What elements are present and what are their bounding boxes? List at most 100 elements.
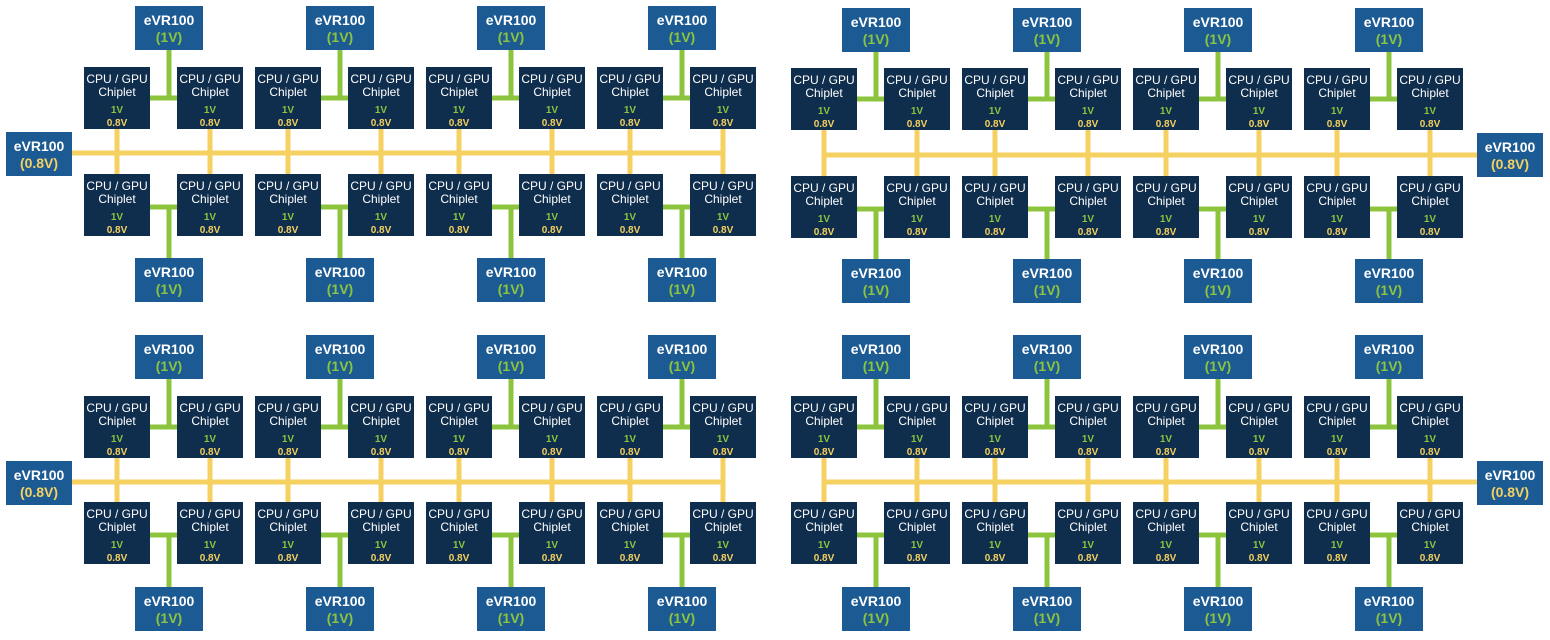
core-regulator-box bbox=[306, 335, 374, 379]
chiplet-title-line2: Chiplet bbox=[1318, 414, 1356, 428]
chiplet-core-voltage: 1V bbox=[204, 434, 217, 445]
core-regulator-name: eVR100 bbox=[1022, 341, 1073, 357]
chiplet-box bbox=[1055, 68, 1121, 130]
chiplet-title-line2: Chiplet bbox=[611, 192, 649, 206]
chiplet-io-voltage: 0.8V bbox=[985, 447, 1006, 458]
chiplet-box bbox=[791, 176, 857, 238]
core-regulator: eVR100(1V) bbox=[1184, 8, 1252, 52]
core-regulator-box bbox=[648, 6, 716, 50]
chiplet-title-line1: CPU / GPU bbox=[692, 507, 753, 521]
chiplet-io-voltage: 0.8V bbox=[713, 225, 734, 236]
core-regulator: eVR100(1V) bbox=[1355, 8, 1423, 52]
chiplet-title-line2: Chiplet bbox=[704, 414, 742, 428]
core-regulator-box bbox=[477, 6, 545, 50]
chiplet-title-line1: CPU / GPU bbox=[179, 72, 240, 86]
core-regulator-name: eVR100 bbox=[144, 341, 195, 357]
core-regulator: eVR100(1V) bbox=[1355, 335, 1423, 379]
core-regulator-voltage: (1V) bbox=[669, 29, 695, 45]
chiplet-title-line1: CPU / GPU bbox=[1135, 181, 1196, 195]
chiplet-title-line2: Chiplet bbox=[191, 520, 229, 534]
core-regulator-box bbox=[1184, 335, 1252, 379]
chiplet-box bbox=[255, 67, 321, 129]
chiplet-io-voltage: 0.8V bbox=[542, 553, 563, 564]
core-regulator-box bbox=[842, 259, 910, 303]
chiplet-io-voltage: 0.8V bbox=[1420, 553, 1441, 564]
chiplet-title-line2: Chiplet bbox=[440, 192, 478, 206]
chiplet-io-voltage: 0.8V bbox=[1078, 119, 1099, 130]
core-regulator-voltage: (1V) bbox=[156, 29, 182, 45]
chiplet-io-voltage: 0.8V bbox=[107, 447, 128, 458]
chiplet-title-line2: Chiplet bbox=[1318, 194, 1356, 208]
core-regulator: eVR100(1V) bbox=[477, 6, 545, 50]
chiplet-title-line1: CPU / GPU bbox=[1057, 507, 1118, 521]
chiplet-core-voltage: 1V bbox=[818, 106, 831, 117]
io-regulator-name: eVR100 bbox=[14, 138, 65, 154]
chiplet-title-line2: Chiplet bbox=[191, 192, 229, 206]
chiplet-box bbox=[690, 67, 756, 129]
core-regulator: eVR100(1V) bbox=[648, 6, 716, 50]
chiplet-core-voltage: 1V bbox=[989, 106, 1002, 117]
chiplet-title-line2: Chiplet bbox=[1147, 86, 1185, 100]
chiplet-title-line1: CPU / GPU bbox=[350, 507, 411, 521]
chiplet-box bbox=[791, 502, 857, 564]
chiplet-title-line2: Chiplet bbox=[805, 86, 843, 100]
core-regulator-box bbox=[306, 258, 374, 302]
chiplet-box bbox=[884, 502, 950, 564]
chiplet-title-line2: Chiplet bbox=[704, 85, 742, 99]
chiplet-core-voltage: 1V bbox=[546, 434, 559, 445]
core-regulator-name: eVR100 bbox=[851, 593, 902, 609]
chiplet-title-line2: Chiplet bbox=[898, 520, 936, 534]
chiplet-title-line1: CPU / GPU bbox=[1228, 401, 1289, 415]
core-regulator-voltage: (1V) bbox=[863, 358, 889, 374]
core-regulator-box bbox=[306, 6, 374, 50]
chiplet-title-line2: Chiplet bbox=[1318, 86, 1356, 100]
core-regulator: eVR100(1V) bbox=[648, 258, 716, 302]
core-regulator-name: eVR100 bbox=[1193, 14, 1244, 30]
core-regulator-box bbox=[477, 335, 545, 379]
chiplet-io-voltage: 0.8V bbox=[449, 225, 470, 236]
io-regulator-box bbox=[1477, 133, 1543, 177]
chiplet-title-line1: CPU / GPU bbox=[1057, 73, 1118, 87]
chiplet-title-line2: Chiplet bbox=[1411, 520, 1449, 534]
core-regulator-voltage: (1V) bbox=[156, 281, 182, 297]
core-regulator-name: eVR100 bbox=[315, 12, 366, 28]
chiplet-title-line1: CPU / GPU bbox=[1057, 401, 1118, 415]
core-regulator-voltage: (1V) bbox=[1376, 610, 1402, 626]
chiplet-title-line2: Chiplet bbox=[98, 520, 136, 534]
core-rail-1v bbox=[150, 50, 690, 258]
chiplet-title-line2: Chiplet bbox=[898, 194, 936, 208]
chiplet-title-line2: Chiplet bbox=[1240, 414, 1278, 428]
core-regulator-name: eVR100 bbox=[1193, 341, 1244, 357]
core-regulator-box bbox=[306, 587, 374, 631]
chiplet-title-line2: Chiplet bbox=[611, 414, 649, 428]
chiplet-box bbox=[426, 502, 492, 564]
io-rail-0.8v bbox=[821, 130, 1477, 176]
io-regulator: eVR100(0.8V) bbox=[6, 132, 72, 176]
io-regulator: eVR100(0.8V) bbox=[1477, 133, 1543, 177]
chiplet-io-voltage: 0.8V bbox=[200, 553, 221, 564]
chiplet-title-line2: Chiplet bbox=[1411, 194, 1449, 208]
chiplet-title-line1: CPU / GPU bbox=[964, 401, 1025, 415]
chiplet-title-line1: CPU / GPU bbox=[1228, 507, 1289, 521]
core-regulator-name: eVR100 bbox=[1022, 265, 1073, 281]
chiplet-io-voltage: 0.8V bbox=[1078, 447, 1099, 458]
chiplet-core-voltage: 1V bbox=[1424, 214, 1437, 225]
